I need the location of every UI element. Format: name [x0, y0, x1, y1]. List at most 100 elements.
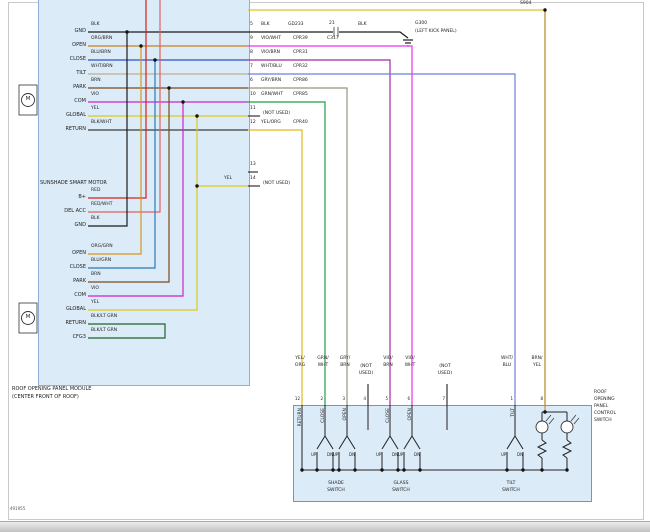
drop-wire-label: ORG — [294, 363, 306, 369]
connector-c317: C317 — [327, 36, 339, 42]
not-used-label: (NOT — [360, 364, 372, 370]
page-frame — [8, 2, 644, 520]
wire-color-label: BLU/BRN — [91, 50, 111, 56]
sw-contact — [346, 435, 356, 450]
pin-number: 12 — [250, 120, 256, 126]
sec2-open-orggrn — [88, 46, 142, 255]
switch-pin-label: OPEN — [343, 408, 348, 421]
pin-label-com2: COM — [74, 292, 86, 298]
pin-label-gnd: GND — [74, 28, 86, 34]
drop-wire-label: GRN/ — [317, 356, 329, 362]
shade-switch-label: SWITCH — [327, 488, 345, 494]
pin-label-return: RETURN — [65, 126, 86, 132]
switch-title: CONTROL — [594, 411, 616, 417]
wire-color-label: YEL/ORG — [261, 120, 281, 126]
switch-pin-number: 4 — [363, 395, 366, 401]
pin-label-tilt: TILT — [76, 70, 86, 76]
junction-dot — [565, 468, 569, 472]
pin-label-global: GLOBAL — [65, 112, 86, 118]
pin-label-return2: RETURN — [65, 320, 86, 326]
switch-pin-number: 6 — [407, 395, 410, 401]
switch-pin-number: 7 — [442, 395, 445, 401]
junction-dot — [195, 114, 199, 118]
pin-number: 7 — [250, 64, 253, 70]
wire-color-label: BLK/WHT — [91, 120, 112, 126]
wire-color-label: BLK — [91, 216, 100, 222]
whtblu-cpr32 — [248, 73, 516, 405]
motor-letter: M — [25, 95, 31, 102]
drop-wire-label: YEL/ — [295, 356, 305, 362]
wire-color-label: YEL — [91, 300, 100, 306]
drop-wire-label: GRY/ — [339, 356, 351, 362]
drop-wire-label: VIO/ — [383, 356, 393, 362]
ground-location: (LEFT KICK PANEL) — [415, 29, 457, 35]
pin-label-global2: GLOBAL — [65, 306, 86, 312]
pin-label-gnd2: GND — [74, 222, 86, 228]
sec2-bplus-red — [88, 0, 147, 199]
glass-switch-label: GLASS — [393, 481, 409, 487]
junction-dot — [402, 468, 406, 472]
sw-contact — [338, 435, 348, 450]
switch-pin-number: 8 — [540, 395, 543, 401]
wire-color-label: VIO/BRN — [261, 50, 281, 56]
sw-contact — [403, 435, 413, 450]
circuit-number: CPR31 — [293, 50, 308, 56]
wire-color-label: ORG/GRN — [91, 244, 113, 250]
sec2-park-brn — [88, 88, 170, 283]
wire-color-label: VIO/WHT — [261, 36, 282, 42]
drop-wire-label: BRN/ — [531, 356, 543, 362]
sunshade-motor-1-symbol — [18, 84, 38, 116]
drop-wire-label: BRN — [340, 363, 350, 369]
return-cfg3-jumper-blkltgrn — [88, 323, 166, 339]
contact-label-dn: DN — [327, 451, 334, 457]
sec2-close-blugrn — [88, 60, 156, 269]
wire-color-label: BLK/LT GRN — [91, 314, 118, 320]
pin-label-park: PARK — [73, 84, 86, 90]
pin-number: 9 — [250, 36, 253, 42]
bottom-scrollbar[interactable] — [0, 521, 650, 532]
pin-label-cfg3: CFG3 — [72, 334, 86, 340]
motor-circle — [21, 311, 35, 325]
yelorg-cpr40 — [248, 129, 303, 405]
wire-color-label: WHT/BLU — [261, 64, 282, 70]
glass-switch-label: SWITCH — [392, 488, 410, 494]
junction-dot — [543, 410, 547, 414]
wire-color-label: BRN — [91, 272, 101, 278]
pin-label-close: CLOSE — [69, 56, 86, 62]
ground-g300: G300 — [415, 21, 428, 27]
junction-dot — [337, 468, 341, 472]
pin-number: 8 — [250, 50, 253, 56]
sw-contact — [514, 435, 524, 450]
switch-pin-number: 2 — [320, 395, 323, 401]
switch-pin-number: 3 — [342, 395, 345, 401]
pin-number: 13 — [250, 162, 256, 168]
wire-color-label: GRY/BRN — [261, 78, 282, 84]
drop-wire-label: WHT — [317, 363, 329, 369]
junction-dot — [181, 100, 185, 104]
wire-color-label: BLK/LT GRN — [91, 328, 118, 334]
wire-color-label: YEL — [91, 106, 100, 112]
switch-pin-number: 12 — [294, 395, 300, 401]
not-used-label: (NOT USED) — [263, 181, 291, 187]
motor-letter: M — [25, 313, 31, 320]
module-caption-location: (CENTER FRONT OF ROOF) — [12, 394, 79, 400]
tilt-switch-label: TILT — [506, 481, 516, 487]
viowht-cpr39 — [248, 45, 413, 405]
sec2-gnd-blk — [88, 32, 128, 227]
wire-color-label: GRN/WHT — [261, 92, 284, 98]
motor-circle — [21, 93, 35, 107]
junction-dot — [540, 468, 544, 472]
illumination-lamp-2-icon — [560, 414, 580, 434]
wire-color-label: BLK — [358, 22, 367, 28]
switch-pin-number: 5 — [385, 395, 388, 401]
sunshade-motor-label: SUNSHADE SMART MOTOR — [40, 180, 107, 186]
splice-s904: S904 — [520, 1, 532, 7]
pin-number: 14 — [250, 176, 256, 182]
module-caption: ROOF OPENING PANEL MODULE — [12, 386, 92, 392]
pin-label-park2: PARK — [73, 278, 86, 284]
viobrn-cpr31 — [248, 59, 391, 405]
pin-number: 5 — [250, 22, 253, 28]
pin-label-close2: CLOSE — [69, 264, 86, 270]
